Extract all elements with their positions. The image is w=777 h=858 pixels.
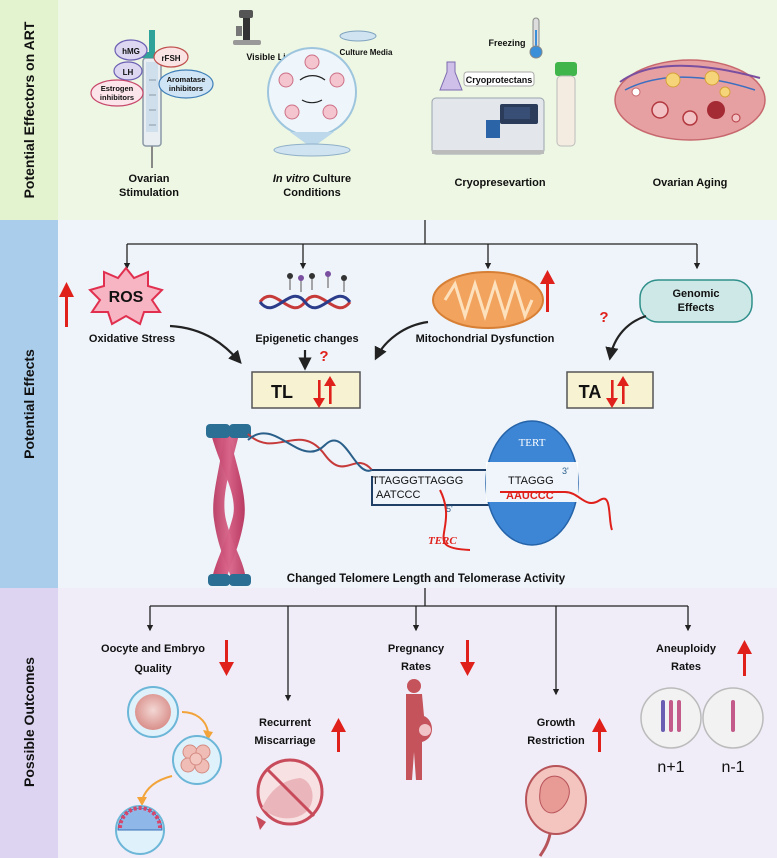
effects-title: Potential Effects — [21, 349, 37, 459]
seq-top-right: TTAGGG — [508, 475, 554, 487]
epigenetic-label: Epigenetic changes — [255, 333, 358, 345]
oocyte-label: Oocyte and Embryo — [101, 643, 205, 655]
pregnancy-label-2: Rates — [401, 661, 431, 673]
telomere-caption: Changed Telomere Length and Telomerase A… — [287, 573, 566, 585]
ros-burst-icon — [88, 266, 164, 326]
mitochondrion-icon — [432, 271, 544, 329]
in-vitro-text: In vitro — [273, 173, 310, 185]
growth-up-arrow-icon — [592, 718, 607, 752]
culture-conditions-label-2: Conditions — [283, 187, 340, 199]
prime-3-label: 3' — [562, 466, 569, 476]
miscarriage-icon — [256, 758, 324, 830]
telomerase-enzyme-icon — [439, 420, 613, 551]
ovarian-aging-label: Ovarian Aging — [653, 177, 728, 189]
cryo-tube-icon — [555, 62, 577, 147]
ovary-icon — [614, 59, 766, 141]
aromatase-label-2: inhibitors — [169, 84, 203, 93]
growth-label: Growth — [537, 717, 576, 729]
rfsh-label: rFSH — [161, 54, 180, 63]
effectors-sidebar — [0, 0, 58, 220]
prime-5-label: 5' — [446, 504, 453, 514]
ros-label: ROS — [109, 289, 144, 306]
blastocyst-icon — [115, 805, 165, 855]
effects-section — [0, 220, 777, 588]
outcomes-branch-connector — [146, 588, 692, 702]
thermometer-icon — [529, 17, 543, 59]
culture-text: Culture — [310, 173, 352, 185]
ovarian-stimulation-label-2: Stimulation — [119, 187, 179, 199]
seq-bottom-left: AATCCC — [376, 489, 420, 501]
pregnancy-label: Pregnancy — [388, 643, 445, 655]
aneuploidy-up-arrow-icon — [737, 640, 752, 676]
hormone-bubbles: hMG rFSH LH Estrogen inhibitors Aromatas… — [90, 39, 214, 107]
effects-to-tl-arrows — [169, 314, 647, 371]
culture-media-label: Culture Media — [340, 48, 393, 57]
terc-label: TERC — [428, 535, 457, 547]
embryo-icon — [172, 735, 222, 785]
genomic-effects-box — [639, 279, 753, 323]
fetus-womb-icon — [525, 765, 587, 857]
outcomes-title: Possible Outcomes — [21, 657, 37, 787]
pregnant-woman-icon — [406, 679, 432, 780]
oocyte-progress-arrow — [181, 711, 209, 733]
n-plus-1-label: n+1 — [657, 759, 684, 776]
growth-label-2: Restriction — [527, 735, 585, 747]
cell-n-minus-1-icon — [702, 687, 764, 749]
cryo-freezer-icon — [431, 97, 545, 155]
culture-conditions-label: In vitro Culture — [273, 173, 351, 185]
visible-light-label: Visible Light — [246, 52, 299, 62]
cell-n-plus-1-icon — [640, 687, 702, 749]
miscarriage-label: Recurrent — [259, 717, 311, 729]
freezing-label: Freezing — [488, 38, 525, 48]
cryoprotectants-label: Cryoprotectans — [466, 75, 533, 85]
oxidative-stress-label: Oxidative Stress — [89, 333, 175, 345]
miscarriage-up-arrow-icon — [331, 718, 346, 752]
ovarian-stimulation-label: Ovarian — [129, 173, 170, 185]
tl-arrows-icon — [313, 376, 336, 408]
pregnancy-down-arrow-icon — [460, 640, 475, 676]
seq-bottom-right: AAUCCC — [506, 490, 554, 502]
cryo-label: Cryopresevartion — [454, 177, 545, 189]
hmg-label: hMG — [122, 47, 140, 56]
effects-sidebar — [0, 220, 58, 588]
outcomes-sidebar — [0, 588, 58, 858]
n-minus-1-label: n-1 — [721, 759, 744, 776]
cryoprotectants-box — [463, 71, 535, 87]
effects-branch-connector — [123, 220, 701, 270]
lh-label: LH — [123, 68, 134, 77]
mitochondrial-label: Mitochondrial Dysfunction — [416, 333, 555, 345]
flask-icon — [439, 61, 463, 91]
aneuploidy-label-2: Rates — [671, 661, 701, 673]
estrogen-label-2: inhibitors — [100, 93, 134, 102]
genomic-question-mark: ? — [599, 309, 608, 326]
epigenetic-question-mark: ? — [319, 348, 328, 365]
oocyte-down-arrow-icon — [219, 640, 234, 676]
genomic-label-2: Effects — [678, 302, 715, 314]
estrogen-label: Estrogen — [101, 84, 134, 93]
chromosome-icon — [206, 424, 251, 586]
effectors-title: Potential Effectors on ART — [21, 21, 37, 198]
miscarriage-label-2: Miscarriage — [254, 735, 315, 747]
embryo-progress-arrowhead — [137, 797, 147, 806]
oocyte-icon — [127, 686, 179, 738]
culture-media-dish-icon — [339, 30, 377, 42]
genomic-label: Genomic — [672, 288, 719, 300]
ros-up-arrow-icon — [59, 282, 74, 327]
seq-top-left: TTAGGGTTAGGG — [372, 475, 463, 487]
aneuploidy-label: Aneuploidy — [656, 643, 717, 655]
dna-epigenetic-icon — [258, 271, 352, 310]
oocyte-progress-arrowhead — [203, 730, 213, 740]
mito-up-arrow-icon — [540, 270, 555, 312]
aromatase-label: Aromatase — [167, 75, 206, 84]
microscope-icon — [233, 10, 261, 45]
culture-cycle-icon — [267, 47, 357, 157]
tl-label: TL — [271, 382, 293, 402]
tert-label: TERT — [519, 437, 546, 449]
oocyte-label-2: Quality — [134, 663, 172, 675]
ta-arrows-icon — [606, 376, 629, 408]
tl-box — [251, 371, 361, 409]
ta-label: TA — [579, 382, 602, 402]
